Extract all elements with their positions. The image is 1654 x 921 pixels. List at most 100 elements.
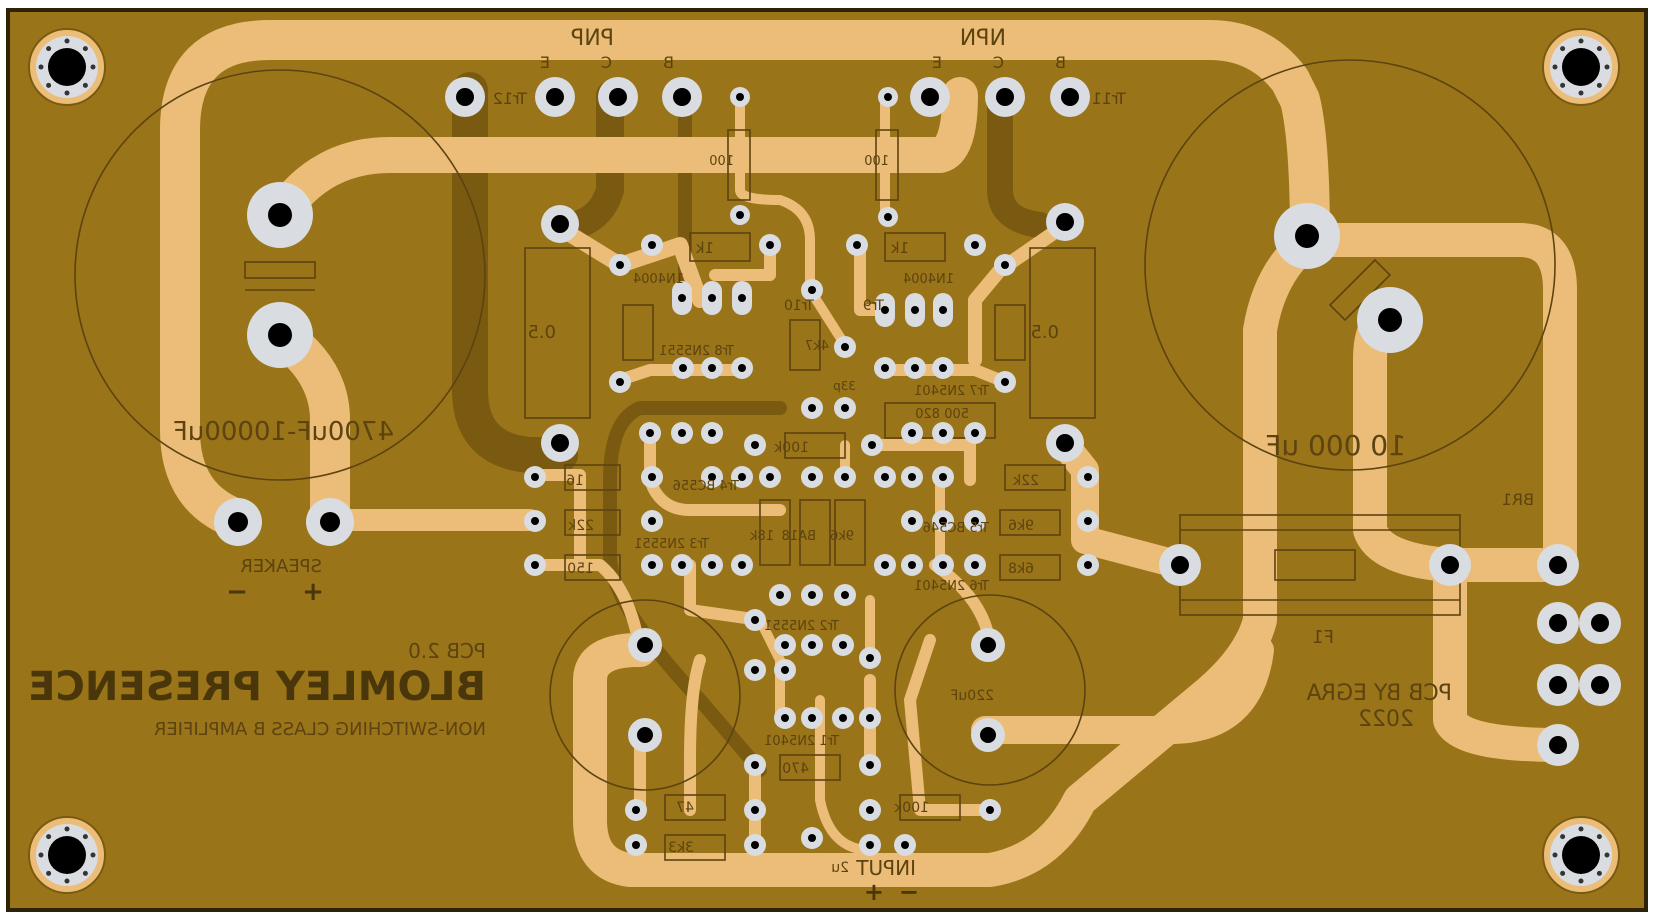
solder-pad xyxy=(641,554,663,576)
label-speaker-plus: + xyxy=(302,577,324,607)
capacitor-outline-right xyxy=(1144,59,1556,471)
solder-pad xyxy=(901,510,923,532)
solder-pad xyxy=(834,397,856,419)
label-r-22k-left: 22k xyxy=(567,518,594,534)
capacitor-outline-220uf-left xyxy=(549,599,741,791)
solder-pad xyxy=(1537,544,1579,586)
solder-pad xyxy=(971,718,1005,752)
solder-pad xyxy=(759,466,781,488)
label-speaker: SPEAKER xyxy=(240,556,322,577)
solder-pad xyxy=(641,510,663,532)
solder-pad xyxy=(971,628,1005,662)
mounting-hole xyxy=(28,28,106,106)
solder-pad xyxy=(1579,602,1621,644)
label-pin-c-left: C xyxy=(601,53,612,72)
solder-pad xyxy=(801,827,823,849)
solder-pad xyxy=(731,466,753,488)
solder-pad xyxy=(759,234,781,256)
label-author: PCB BY EGRA xyxy=(1307,681,1452,706)
solder-pad xyxy=(701,466,723,488)
solder-pad xyxy=(524,554,546,576)
label-r-18k: 18k xyxy=(749,529,774,544)
silkscreen-text: PNP NPN Tr12 Tr11 E C B E C B 4700uF-100… xyxy=(28,26,1534,906)
solder-pad xyxy=(639,422,661,444)
solder-pad xyxy=(964,554,986,576)
label-tr12: Tr12 xyxy=(493,89,528,108)
mounting-hole xyxy=(28,816,106,894)
label-r-100k-b: 100k xyxy=(893,800,929,816)
solder-pad xyxy=(641,234,663,256)
solder-pad xyxy=(932,554,954,576)
label-pin-b-left: B xyxy=(663,53,674,72)
solder-pad xyxy=(731,357,753,379)
solder-pad xyxy=(859,754,881,776)
label-r-22k-right: 22k xyxy=(1012,473,1039,489)
solder-pad xyxy=(834,466,856,488)
label-cap-220: 220uF xyxy=(950,688,994,704)
label-cap-left: 4700uF-10000uF xyxy=(173,417,394,447)
label-pin-e-left: E xyxy=(540,53,550,72)
solder-pad xyxy=(598,77,638,117)
solder-pad xyxy=(541,424,579,462)
label-r-100-left: 100 xyxy=(709,154,734,169)
solder-pad xyxy=(1429,544,1471,586)
label-r-1k-left: 1k xyxy=(695,239,714,257)
solder-pad xyxy=(932,357,954,379)
label-r-0-5-right: 0.5 xyxy=(1030,322,1059,343)
label-tr10: Tr10 xyxy=(784,298,815,314)
solder-pad xyxy=(994,254,1016,276)
label-r-470: 470 xyxy=(782,761,809,777)
label-r-47: 47 xyxy=(676,800,694,816)
label-c-2u: 2u xyxy=(831,860,849,876)
solder-pad xyxy=(861,434,883,456)
label-tr3: Tr3 2N5551 xyxy=(634,537,710,552)
solder-pad xyxy=(801,279,823,301)
label-r-1k-right: 1k xyxy=(890,239,909,257)
solder-pad xyxy=(901,422,923,444)
solder-pad xyxy=(1537,724,1579,766)
solder-pad xyxy=(774,707,796,729)
capacitor-outline-left xyxy=(74,69,486,481)
label-tr5: Tr5 BC546 xyxy=(923,521,990,536)
label-pin-e-right: E xyxy=(932,53,942,72)
capacitor-outline-220uf-right xyxy=(894,594,1086,786)
solder-pad xyxy=(1357,287,1423,353)
solder-pad xyxy=(859,799,881,821)
solder-pad xyxy=(894,834,916,856)
solder-pad xyxy=(1050,77,1090,117)
solder-pad xyxy=(672,281,692,315)
solder-pad xyxy=(832,634,854,656)
label-speaker-minus: − xyxy=(226,577,248,607)
label-d-1n4004-right: 1N4004 xyxy=(903,272,954,287)
solder-pad xyxy=(769,584,791,606)
solder-pad xyxy=(744,834,766,856)
solder-pad xyxy=(834,584,856,606)
label-tr6: Tr6 2N5401 xyxy=(914,579,990,594)
solder-pad xyxy=(964,234,986,256)
solder-pad xyxy=(878,207,898,227)
solder-pad xyxy=(932,422,954,444)
solder-pad xyxy=(306,498,354,546)
solder-pad xyxy=(904,357,926,379)
solder-pad xyxy=(859,707,881,729)
label-d-ba18: BA18 xyxy=(782,529,816,544)
label-tr4: Tr4 BC556 xyxy=(673,479,740,494)
label-pcb-version: PCB 2.0 xyxy=(408,639,486,663)
label-subtitle: NON-SWITCHING CLASS B AMPLIFIER xyxy=(154,719,486,740)
label-r-16: 16 xyxy=(566,473,584,489)
solder-pad xyxy=(801,584,823,606)
solder-pad xyxy=(1077,466,1099,488)
solder-pad xyxy=(901,466,923,488)
solder-pad xyxy=(524,510,546,532)
solder-pad xyxy=(671,554,693,576)
mounting-hole xyxy=(1542,28,1620,106)
solder-pad xyxy=(878,87,898,107)
label-trim-500: 500 820 xyxy=(915,407,969,422)
label-r-100k: 100k xyxy=(773,440,809,456)
label-r-150: 150 xyxy=(567,561,594,577)
solder-pad xyxy=(701,422,723,444)
solder-pad xyxy=(609,254,631,276)
solder-pad xyxy=(774,659,796,681)
solder-pad xyxy=(874,554,896,576)
